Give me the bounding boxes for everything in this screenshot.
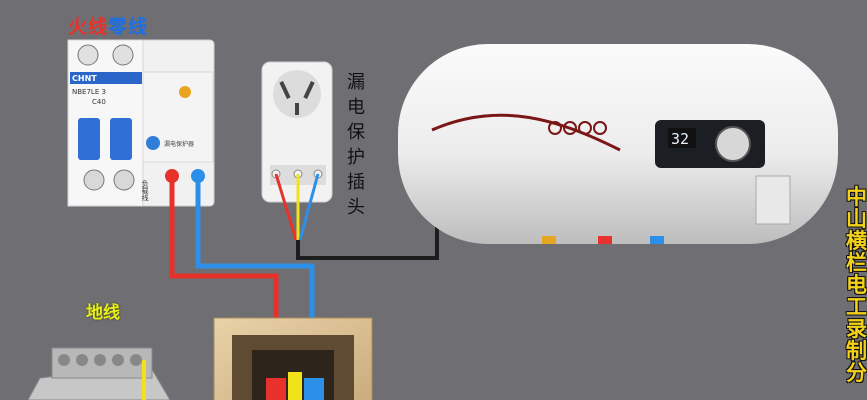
heater-display: 32 xyxy=(671,130,689,148)
heater-cable xyxy=(296,224,439,260)
breaker-text: CHNT NBE7LE 3 C40 负载线 漏电保护器 xyxy=(72,74,194,201)
watermark-text: 中山横栏电工录制分 xyxy=(846,185,867,385)
breaker-model: NBE7LE 3 xyxy=(72,88,106,96)
circuit-breaker xyxy=(67,39,215,207)
live-neutral-title: 火线零线 xyxy=(68,12,148,39)
neutral-wire-label: 零线 xyxy=(108,16,149,38)
ground-wire-label: 地线 xyxy=(86,303,120,323)
breaker-button-text: 漏电保护器 xyxy=(164,140,194,148)
ground-terminal-block xyxy=(27,347,171,400)
breaker-side-text: 负载线 xyxy=(141,179,149,201)
live-wire-label: 火线 xyxy=(68,16,109,38)
plug-label: 漏电保护插头 xyxy=(347,72,365,218)
breaker-rating: C40 xyxy=(92,98,106,106)
water-heater xyxy=(398,44,838,244)
breaker-brand: CHNT xyxy=(72,74,97,83)
wall-socket xyxy=(213,317,373,400)
leakage-protection-plug xyxy=(261,61,333,241)
